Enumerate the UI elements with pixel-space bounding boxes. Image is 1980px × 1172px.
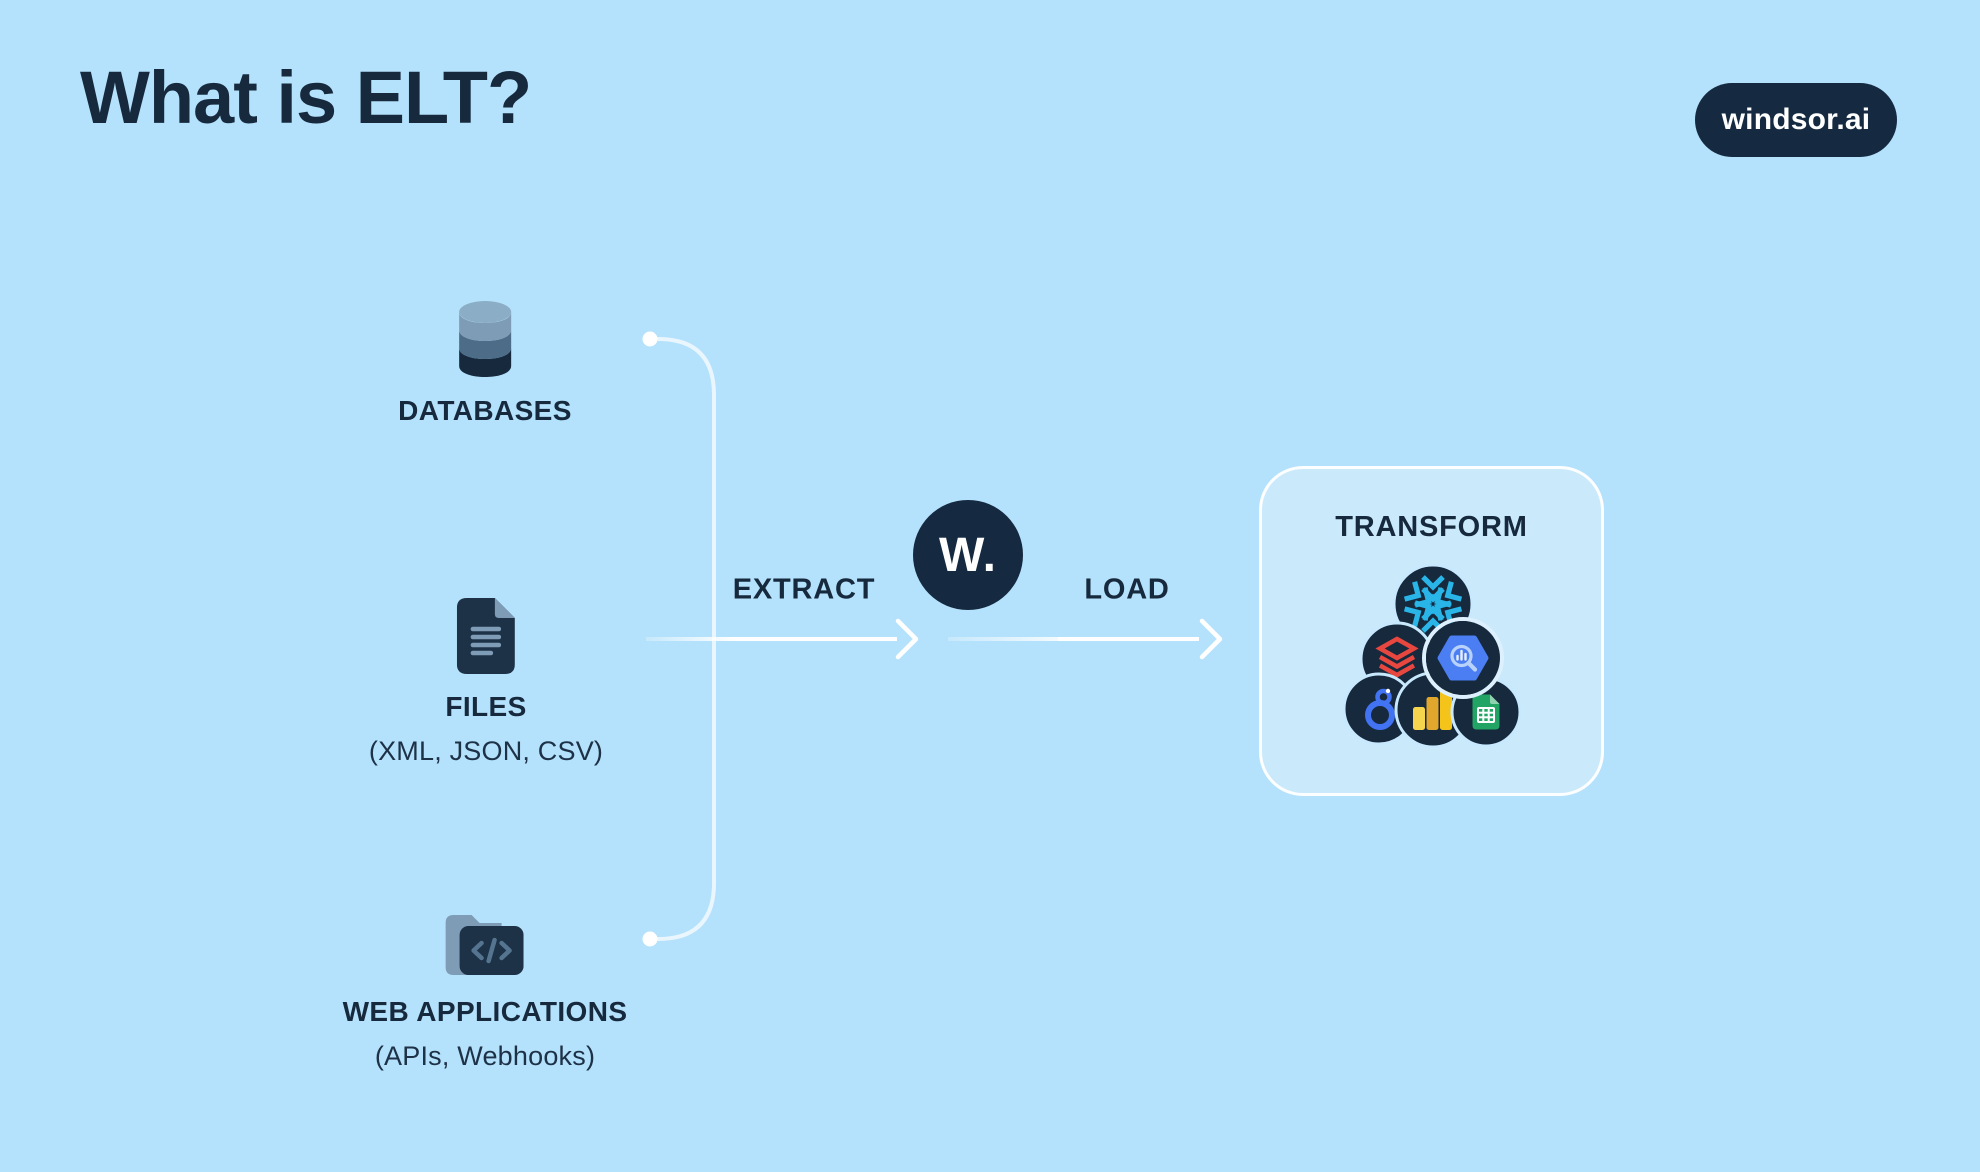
source-sublabel: (XML, JSON, CSV) [368,736,604,766]
windsor-hub-monogram: W. [939,528,997,582]
source-label: DATABASES [398,395,572,426]
source-label: FILES [445,691,527,722]
source-databases: DATABASES [398,300,572,427]
code-folder-icon [446,915,524,975]
file-document-icon [456,598,515,674]
sources-bracket [642,331,716,947]
brand-badge-label: windsor.ai [1721,103,1871,136]
brand-badge[interactable]: windsor.ai [1695,83,1897,157]
source-sublabel: (APIs, Webhooks) [374,1041,596,1071]
transform-title: TRANSFORM [1335,511,1528,543]
source-web-applications: WEB APPLICATIONS (APIs, Webhooks) [343,913,628,1072]
load-label: LOAD [1084,573,1170,606]
database-icon [459,301,511,378]
bracket-dot-top [642,331,658,347]
bracket-dot-bottom [642,931,658,947]
load-arrow [948,618,1223,660]
page-title: What is ELT? [80,56,532,139]
source-files: FILES (XML, JSON, CSV) [369,598,603,767]
bigquery-icon [1422,617,1504,699]
extract-arrow [646,618,919,660]
transform-tools-cluster [1342,563,1522,749]
source-label: WEB APPLICATIONS [342,996,628,1027]
extract-label: EXTRACT [732,573,876,606]
transform-card: TRANSFORM [1259,466,1604,796]
windsor-hub-logo: W. [913,500,1023,610]
